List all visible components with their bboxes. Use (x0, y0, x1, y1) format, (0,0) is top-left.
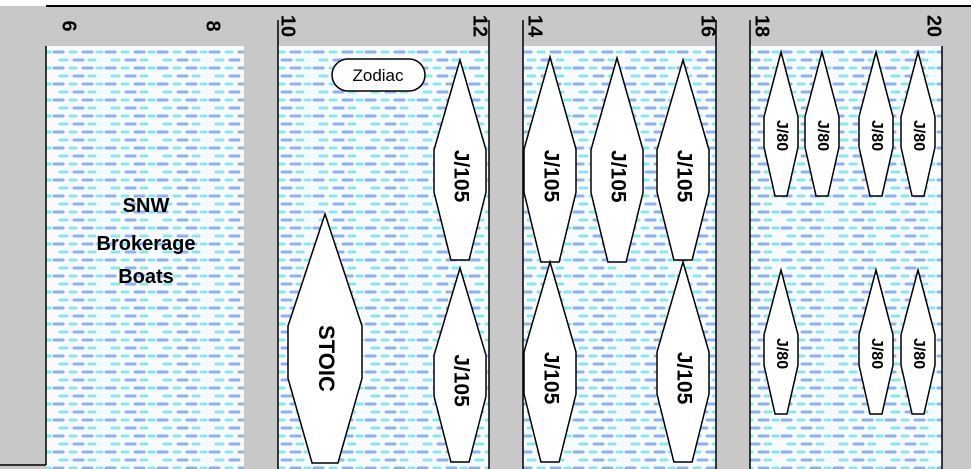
boat-label: J/80 (910, 338, 927, 369)
finger-pier-16-18 (716, 46, 750, 469)
boat-j105-g[interactable]: J/105 (656, 259, 710, 463)
boat-label: J/80 (868, 338, 885, 369)
slip-number-8: 8 (202, 20, 224, 31)
boat-hull (858, 267, 894, 415)
boat-j105-e[interactable]: J/105 (590, 55, 644, 263)
boat-j80-b[interactable]: J/80 (804, 49, 840, 197)
slip-number-18: 18 (751, 15, 773, 37)
boat-j80-a[interactable]: J/80 (763, 49, 799, 197)
boat-j105-d[interactable]: J/105 (523, 259, 577, 463)
boat-label: J/105 (672, 352, 695, 405)
boat-j80-d[interactable]: J/80 (900, 49, 936, 197)
slip-number-12: 12 (469, 15, 491, 37)
boat-label: J/80 (773, 120, 790, 151)
boat-label: STOIC (314, 325, 339, 392)
boat-hull (433, 57, 487, 261)
boat-hull (763, 49, 799, 197)
boat-label: J/80 (868, 120, 885, 151)
brokerage-line-1: SNW (123, 195, 170, 217)
brokerage-line-2: Brokerage (97, 233, 196, 255)
left-dock (0, 6, 46, 469)
finger-pier-10 (244, 46, 278, 469)
boat-hull (590, 55, 644, 263)
zodiac-boat[interactable]: Zodiac (331, 58, 426, 92)
finger-pier-20 (942, 46, 971, 469)
boat-hull (287, 211, 363, 464)
slip-numbers: 6 8 10 12 14 16 18 20 (58, 15, 945, 38)
boat-label: J/105 (539, 150, 562, 203)
boat-hull (900, 267, 936, 415)
boat-label: J/105 (449, 150, 472, 203)
boat-hull (804, 49, 840, 197)
boat-label: J/80 (773, 338, 790, 369)
brokerage-line-3: Boats (118, 266, 174, 288)
boat-j80-e[interactable]: J/80 (763, 267, 799, 415)
boat-label: J/105 (539, 352, 562, 405)
slip-number-10: 10 (277, 15, 299, 37)
boat-hull (858, 49, 894, 197)
boat-j105-a[interactable]: J/105 (433, 57, 487, 261)
zodiac-label: Zodiac (352, 66, 404, 85)
boat-hull (763, 267, 799, 415)
boat-j105-c[interactable]: J/105 (523, 54, 577, 263)
boat-hull (656, 259, 710, 463)
boat-j80-c[interactable]: J/80 (858, 49, 894, 197)
main-dock (46, 6, 971, 46)
boat-j80-g[interactable]: J/80 (900, 267, 936, 415)
boat-label: J/80 (814, 120, 831, 151)
slip-number-20: 20 (923, 15, 945, 37)
boat-label: J/80 (910, 120, 927, 151)
slip-number-6: 6 (58, 20, 80, 31)
slip-number-14: 14 (524, 15, 546, 38)
boat-j80-f[interactable]: J/80 (858, 267, 894, 415)
boat-label: J/105 (672, 150, 695, 203)
boat-hull (900, 49, 936, 197)
boat-label: J/105 (606, 150, 629, 203)
boat-hull (523, 259, 577, 463)
slip-number-16: 16 (697, 15, 719, 37)
boat-j105-b[interactable]: J/105 (433, 265, 487, 463)
brokerage-label: SNW Brokerage Boats (97, 195, 196, 288)
boat-hull (433, 265, 487, 463)
boat-label: J/105 (449, 354, 472, 407)
finger-pier-12-14 (489, 46, 523, 469)
boat-stoic[interactable]: STOIC (287, 211, 363, 464)
